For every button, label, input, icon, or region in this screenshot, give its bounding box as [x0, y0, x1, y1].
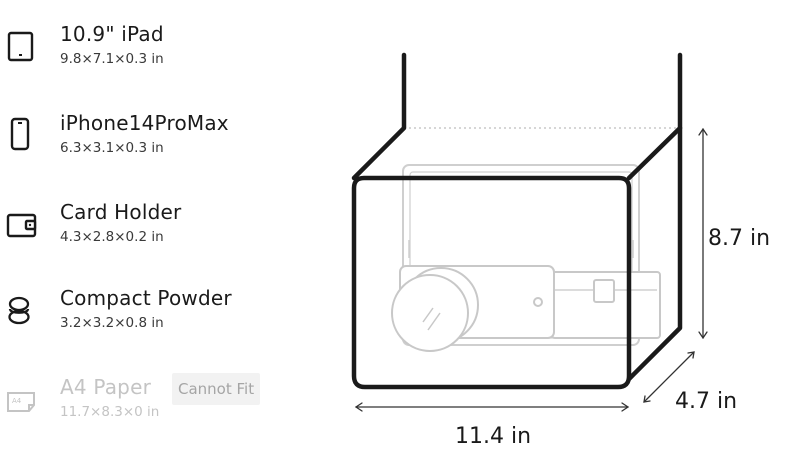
item-dimensions: 6.3×3.1×0.3 in — [60, 140, 164, 156]
a4-paper-icon: A4 — [5, 381, 37, 417]
bag-illustration — [351, 52, 708, 412]
item-name: A4 Paper — [60, 375, 152, 399]
dimension-lines — [354, 127, 708, 412]
height-label: 8.7 in — [708, 226, 771, 251]
item-name: Compact Powder — [60, 286, 232, 310]
depth-label: 4.7 in — [675, 389, 738, 414]
item-name: iPhone14ProMax — [60, 111, 229, 135]
item-name: 10.9" iPad — [60, 22, 164, 46]
item-dimensions: 9.8×7.1×0.3 in — [60, 51, 164, 67]
item-compact-powder[interactable]: Compact Powder 3.2×3.2×0.8 in — [0, 286, 330, 346]
wallet-icon — [5, 207, 37, 243]
compact-icon — [5, 292, 37, 328]
item-iphone[interactable]: iPhone14ProMax 6.3×3.1×0.3 in — [0, 111, 330, 171]
item-dimensions: 11.7×8.3×0 in — [60, 404, 160, 420]
item-ipad[interactable]: 10.9" iPad 9.8×7.1×0.3 in — [0, 22, 330, 82]
item-a4-paper[interactable]: A4 A4 Paper 11.7×8.3×0 in — [0, 375, 330, 435]
item-name: Card Holder — [60, 200, 182, 224]
tablet-icon — [5, 27, 37, 63]
item-card-holder[interactable]: Card Holder 4.3×2.8×0.2 in — [0, 200, 330, 260]
phone-icon — [5, 116, 37, 152]
item-list: 10.9" iPad 9.8×7.1×0.3 in iPhone14ProMax… — [0, 0, 330, 451]
bag-capacity-diagram: 11.4 in 8.7 in 4.7 in — [330, 0, 800, 451]
cannot-fit-badge: Cannot Fit — [172, 373, 261, 405]
bag-outline — [351, 52, 683, 390]
width-label: 11.4 in — [455, 424, 532, 449]
ghost-card-holder — [551, 271, 661, 339]
item-dimensions: 4.3×2.8×0.2 in — [60, 229, 164, 245]
ghost-compact — [391, 267, 479, 352]
svg-text:A4: A4 — [12, 397, 22, 405]
item-dimensions: 3.2×3.2×0.8 in — [60, 315, 164, 331]
